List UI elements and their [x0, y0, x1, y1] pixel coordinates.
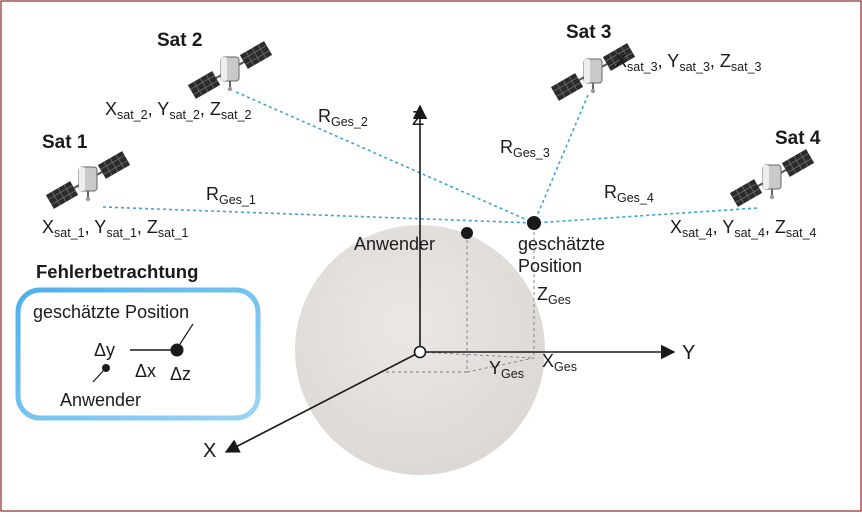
estimate-label-line2: Position: [518, 256, 582, 276]
range-label-4: RGes_4: [604, 182, 654, 205]
range-line-sat1: [102, 206, 535, 224]
sat3-coords: Xsat_3, Ysat_3, Zsat_3: [615, 51, 762, 74]
sat4-coords: Xsat_4, Ysat_4, Zsat_4: [670, 217, 817, 240]
error-dy-label: Δy: [94, 340, 115, 360]
error-user-dot: [102, 364, 110, 372]
sat2-name: Sat 2: [157, 30, 202, 51]
sat2-coords: Xsat_2, Ysat_2, Zsat_2: [105, 99, 252, 122]
coordinate-axes: [224, 104, 676, 453]
error-pointer-line: [179, 323, 194, 345]
error-user-pointer-line: [92, 369, 105, 383]
error-estimate-dot: [170, 343, 184, 357]
estimated-position-dot: [527, 216, 541, 230]
x-axis-label: X: [203, 440, 216, 462]
error-box-position-label: geschätzte Position: [33, 302, 189, 322]
error-dz-label: Δz: [170, 364, 191, 384]
x-axis: [224, 351, 421, 453]
error-box-user-label: Anwender: [60, 390, 141, 410]
satellite-1-icon: [44, 150, 132, 210]
user-label: Anwender: [354, 234, 435, 254]
range-label-2: RGes_2: [318, 106, 368, 129]
z-axis-label: Z: [412, 108, 424, 130]
sat3-name: Sat 3: [566, 22, 611, 43]
sat1-coords: Xsat_1, Ysat_1, Zsat_1: [42, 217, 189, 240]
sat1-name: Sat 1: [42, 132, 88, 153]
z-component-label: ZGes: [537, 284, 571, 307]
error-box-title: Fehlerbetrachtung: [36, 261, 198, 282]
range-lines: [102, 91, 758, 224]
range-line-sat3: [533, 94, 589, 224]
satellite-4-icon: [728, 148, 816, 208]
error-dx-label: Δx: [135, 361, 156, 381]
y-component-label: YGes: [489, 358, 524, 381]
estimate-label-line1: geschätzte: [518, 234, 605, 254]
range-label-1: RGes_1: [206, 184, 256, 207]
error-box: [15, 287, 261, 421]
user-position-dot: [461, 227, 473, 239]
range-line-sat2: [235, 91, 535, 224]
origin-marker: [413, 345, 427, 359]
sat4-name: Sat 4: [775, 128, 821, 149]
x-component-label: XGes: [542, 351, 577, 374]
y-axis-label: Y: [682, 342, 695, 364]
range-line-sat4: [533, 207, 758, 224]
range-label-3: RGes_3: [500, 137, 550, 160]
